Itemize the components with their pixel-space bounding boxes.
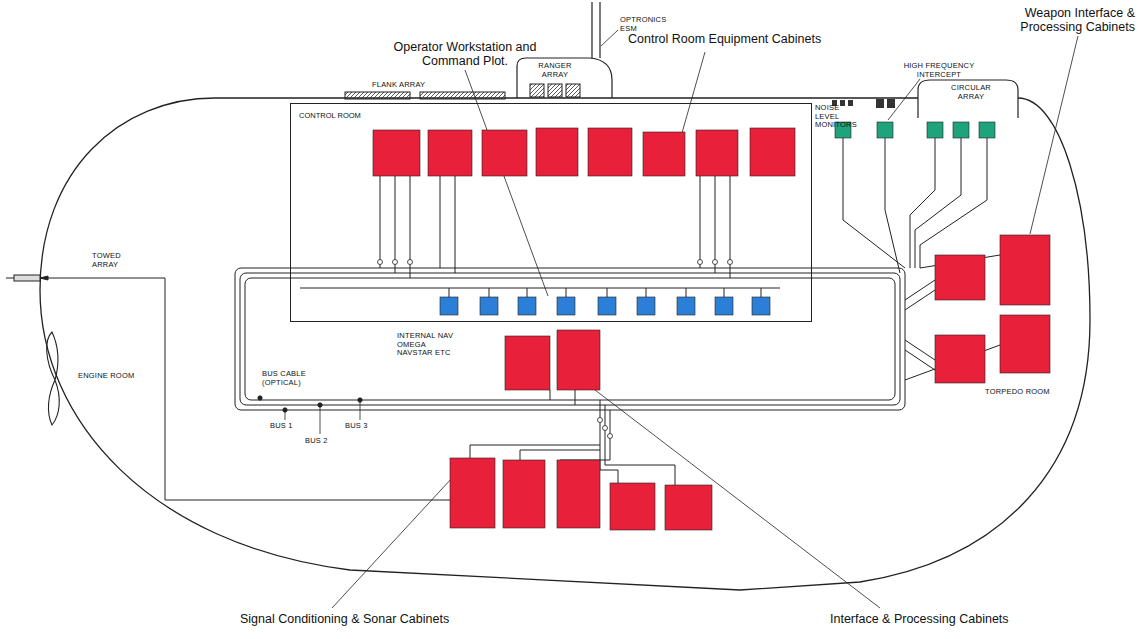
part-label: OPTRONICS ESM: [620, 16, 672, 33]
part-label: BUS CABLE (OPTICAL): [262, 370, 324, 387]
callout-text: Operator Workstation and Command Plot.: [385, 40, 545, 69]
part-label: HIGH FREQUENCY INTERCEPT: [900, 62, 978, 79]
part-label: INTERNAL NAV OMEGA NAVSTAR ETC: [397, 332, 455, 358]
sensor-units: [835, 122, 995, 138]
bus-cable: [235, 138, 1000, 486]
part-label: TORPEDO ROOM: [985, 388, 1075, 397]
callout-text: Signal Conditioning & Sonar Cabinets: [240, 612, 500, 626]
circular-array-housing: [918, 80, 1018, 118]
callout-text: Control Room Equipment Cabinets: [628, 32, 828, 46]
bus-label: BUS 3: [345, 422, 385, 431]
equipment-cabinets: [373, 128, 1050, 530]
part-label: FLANK ARRAY: [372, 81, 452, 90]
bus-taps: [258, 260, 733, 439]
leader-lines: [285, 36, 1078, 608]
towed-array: [6, 275, 450, 500]
propeller: [47, 332, 60, 425]
flank-array: [345, 92, 410, 99]
operator-workstations: [440, 297, 770, 315]
part-label: TOWED ARRAY: [92, 252, 136, 269]
hull-outline: [40, 98, 1090, 590]
sensor-heads: [832, 99, 895, 108]
part-label: ENGINE ROOM: [78, 372, 148, 381]
part-label: CIRCULAR ARRAY: [945, 84, 997, 101]
part-label: NOISE LEVEL MONITORS: [815, 104, 865, 130]
callout-text: Interface & Processing Cabinets: [830, 612, 1060, 626]
bus-label: BUS 2: [305, 437, 345, 446]
ranger-array-icons: [530, 84, 580, 97]
part-label: RANGER ARRAY: [530, 62, 580, 79]
bus-label: BUS 1: [270, 422, 310, 431]
flank-array: [420, 92, 505, 99]
room-title: CONTROL ROOM: [299, 111, 361, 120]
control-room-box: CONTROL ROOM: [290, 103, 812, 322]
sail: [517, 58, 612, 98]
callout-text: Weapon Interface & Processing Cabinets: [990, 6, 1135, 35]
